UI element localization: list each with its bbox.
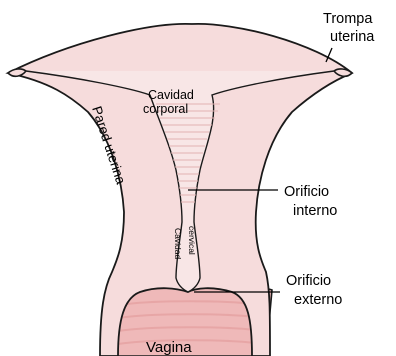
label-tube-line1: Trompa (323, 11, 373, 27)
label-cavity-line2: corporal (143, 102, 188, 116)
label-internal-os-line2: interno (293, 203, 337, 219)
label-vagina: Vagina (146, 339, 192, 356)
label-external-os-line2: externo (294, 292, 342, 308)
label-cervical-line1: Cavidad (173, 228, 183, 259)
label-tube-line2: uterina (330, 29, 375, 45)
label-external-os-line1: Orificio (286, 273, 331, 289)
label-internal-os-line1: Orificio (284, 184, 329, 200)
label-cervical-line2: cervical (187, 226, 197, 255)
label-cavity-line1: Cavidad (148, 88, 194, 102)
